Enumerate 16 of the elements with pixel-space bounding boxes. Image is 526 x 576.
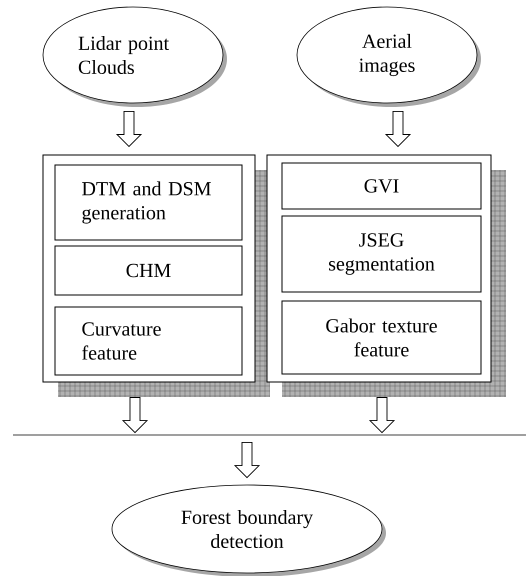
block-arrow xyxy=(368,397,396,434)
process-box: CHM xyxy=(54,246,242,296)
process-box: DTM and DSM generation xyxy=(54,164,242,240)
ellipse-node: Aerial images xyxy=(296,6,481,107)
process-box: GVI xyxy=(282,162,482,210)
ellipse-node: Lidar point Clouds xyxy=(42,6,227,107)
block-arrow xyxy=(122,397,148,434)
ellipse-node: Forest boundary detection xyxy=(112,484,386,576)
node-label: Forest boundary detection xyxy=(181,510,314,548)
horizontal-line xyxy=(12,434,526,436)
process-box: Gabor texture feature xyxy=(282,300,482,374)
block-arrow xyxy=(384,110,412,148)
block-arrow xyxy=(116,110,142,148)
block-arrow xyxy=(234,442,260,478)
process-box: JSEG segmentation xyxy=(282,216,482,292)
process-box: Curvature feature xyxy=(54,306,242,376)
